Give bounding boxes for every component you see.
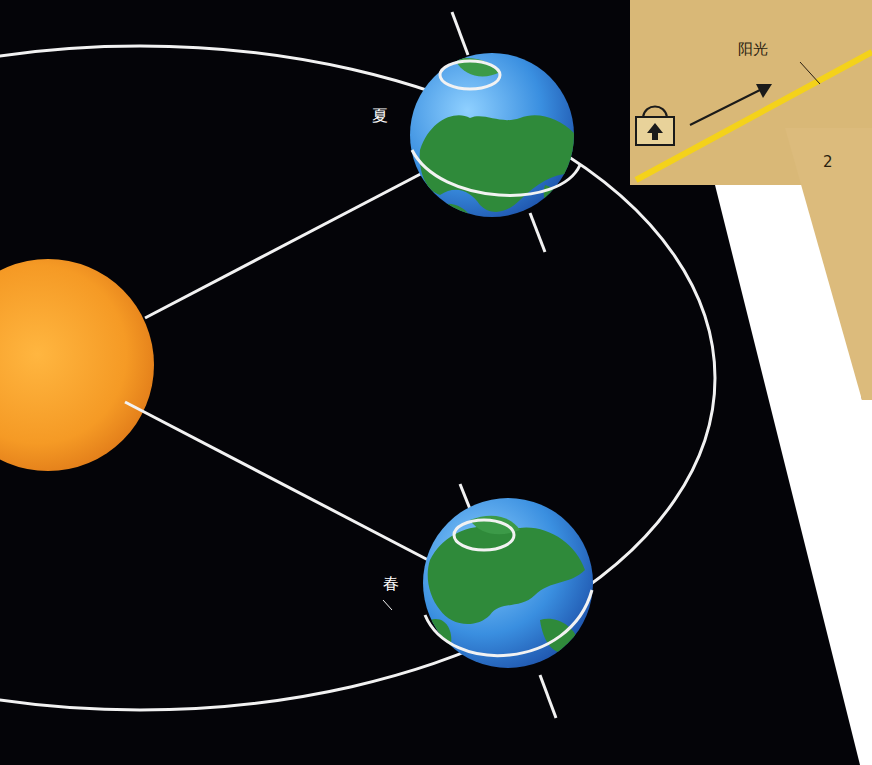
panel-text: 阳光 [738,40,768,59]
earth-summer [410,12,580,252]
orbit-path [0,46,715,710]
season-label: 夏 [372,106,388,127]
panel-fill [785,128,872,400]
earth-spring [423,484,593,718]
leader-line [383,600,392,610]
sun-ray-line [125,402,432,562]
panel-text: 2 [823,153,833,171]
season-label: 春 [383,574,399,595]
sun-ray-line [145,168,432,318]
sun [0,259,154,471]
panel-box: 2 [785,128,872,400]
